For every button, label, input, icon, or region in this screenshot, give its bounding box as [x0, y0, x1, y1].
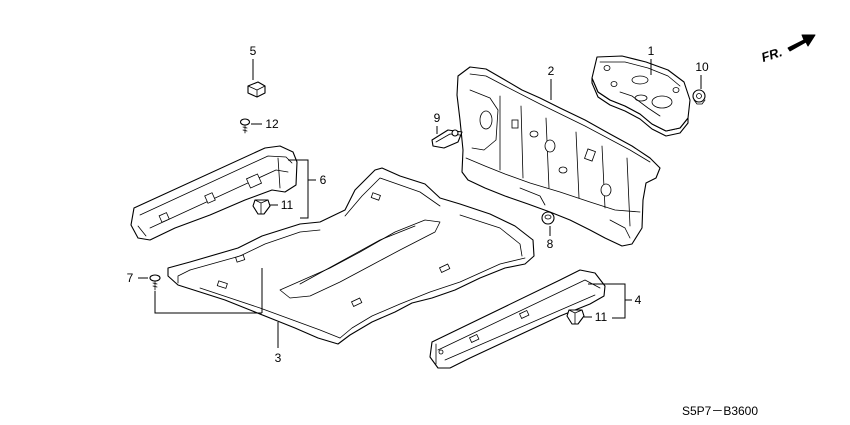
leader-3-bracket [154, 268, 263, 314]
callout-labels: 5 1 10 2 12 9 6 11 8 7 4 11 3 [127, 44, 709, 365]
part-2 [456, 66, 661, 247]
callout-9: 9 [434, 111, 441, 125]
part-5-clip [247, 81, 266, 98]
part-7-screw [149, 274, 161, 291]
part-3-floor [167, 167, 535, 345]
callout-3: 3 [275, 351, 282, 365]
callout-4: 4 [635, 293, 642, 307]
leader-lines [138, 59, 702, 348]
leader-4-bracket [588, 283, 632, 319]
part-9-bracket [431, 129, 463, 149]
direction-arrow-icon [787, 34, 816, 52]
callout-8: 8 [547, 237, 554, 251]
callout-11-right: 11 [595, 310, 608, 324]
callout-5: 5 [250, 44, 257, 58]
part-1 [591, 55, 691, 137]
callout-6: 6 [320, 173, 327, 187]
callout-1: 1 [648, 44, 655, 58]
part-4-trim [429, 269, 606, 369]
callout-12: 12 [265, 117, 279, 131]
part-12-screw [239, 118, 251, 134]
callout-7: 7 [127, 271, 134, 285]
part-11-clip-right [566, 309, 585, 325]
diagram-code: S5P7－B3600 [682, 404, 758, 418]
front-direction-indicator: FR. [759, 34, 816, 65]
part-8-grommet [541, 211, 555, 225]
part-11-clip-left [252, 199, 271, 215]
part-10-clip [692, 89, 706, 105]
part-6-trim [130, 145, 298, 241]
callout-11-left: 11 [281, 198, 294, 212]
callout-10: 10 [695, 60, 709, 74]
direction-label: FR. [759, 44, 784, 65]
callout-2: 2 [548, 64, 555, 78]
leader-6-bracket [288, 159, 316, 219]
